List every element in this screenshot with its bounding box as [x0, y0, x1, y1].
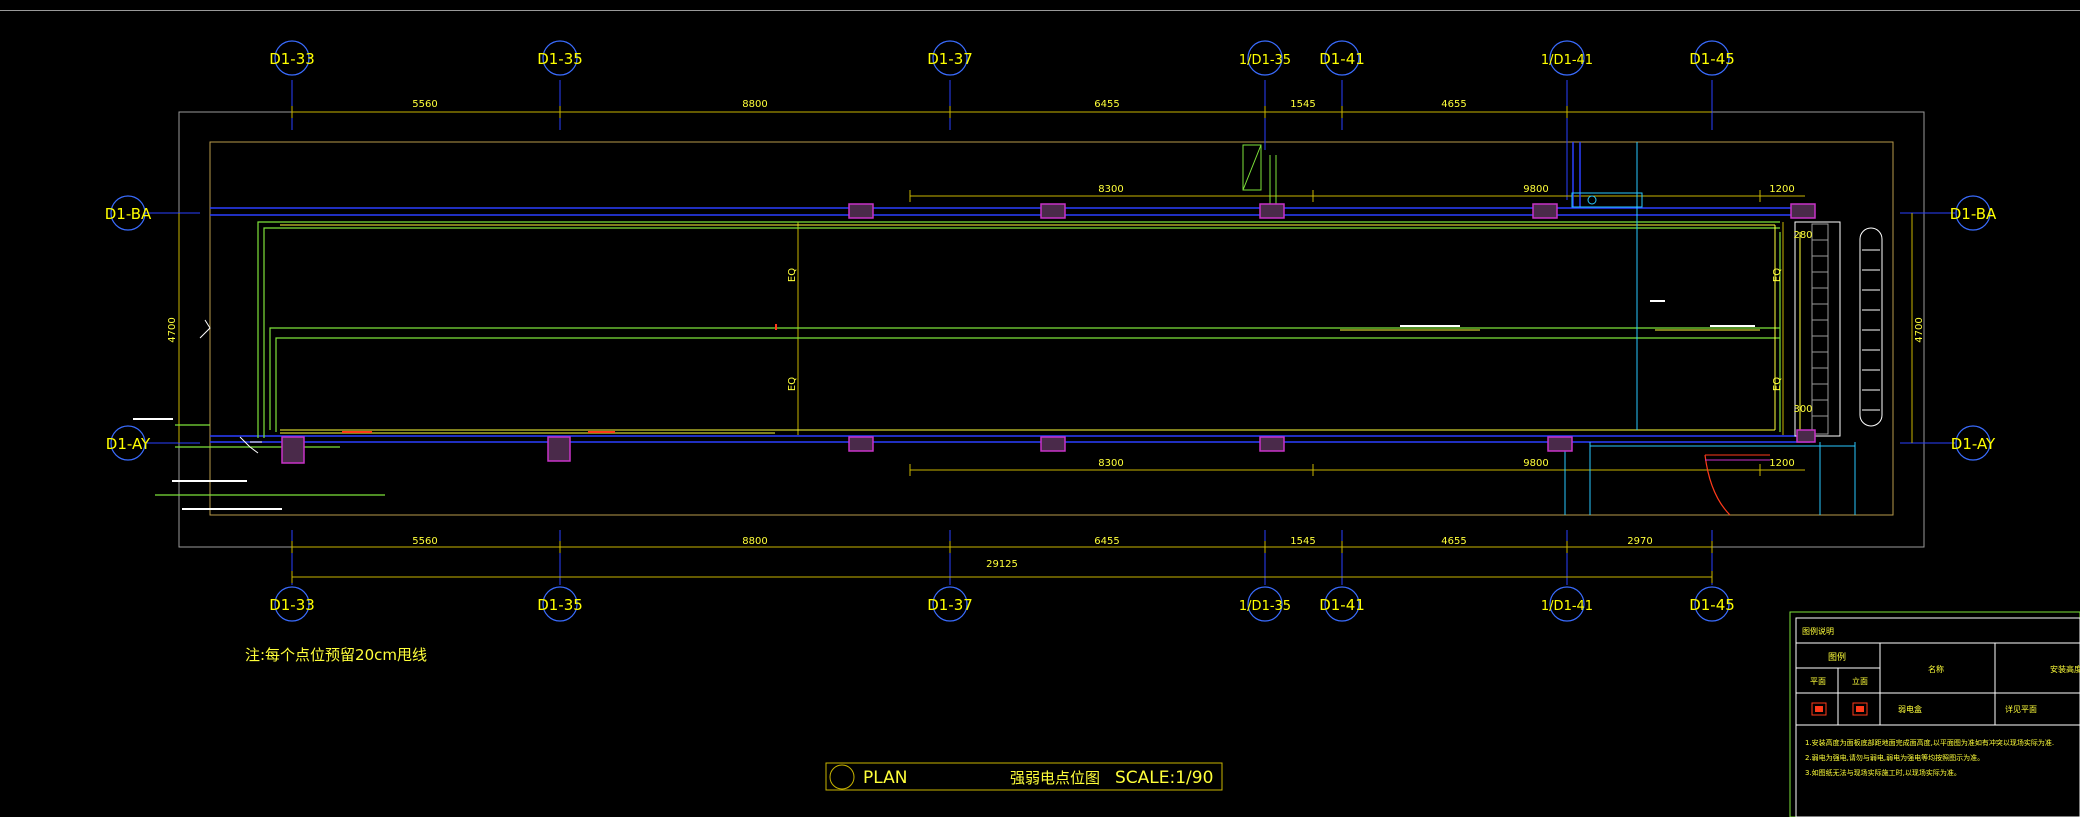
axis-bubble: D1-45: [1689, 40, 1735, 76]
axis-bubble: D1-33: [269, 586, 315, 622]
dim-left-vertical: 4700: [167, 317, 178, 342]
dim-top-4: 1545: [1290, 99, 1315, 110]
axis-bubbles-side: D1-BA D1-AY D1-BA D1-AY: [105, 195, 1997, 461]
legend-header-symbol: 图例: [1828, 651, 1846, 663]
legend-note-2: 2.弱电为强电,请勿与弱电,弱电为强电等均按照图示为准。: [1805, 753, 1984, 762]
right-ladder: [1794, 221, 1841, 437]
dim-bottom-total: 29125: [986, 559, 1018, 570]
dim-eq-4: EQ: [1772, 377, 1783, 391]
svg-text:D1-AY: D1-AY: [106, 435, 151, 453]
axis-bubble: D1-41: [1319, 40, 1365, 76]
axis-bubble: D1-41: [1319, 586, 1365, 622]
axis-bubbles-bottom: D1-33 D1-35 D1-37 1/D1-35 D1-41 1/D1-41 …: [269, 586, 1735, 622]
dim-top-2: 8800: [742, 99, 767, 110]
axis-bubble: D1-AY: [106, 425, 151, 461]
svg-text:D1-45: D1-45: [1689, 596, 1735, 614]
axis-bubble: 1/D1-41: [1541, 586, 1593, 622]
drawing-note: 注:每个点位预留20cm甩线: [245, 646, 427, 664]
wall-lines: [210, 142, 1810, 443]
dim-bottom-1: 5560: [412, 536, 437, 547]
dim-right-vertical: 4700: [1914, 317, 1925, 342]
bottom-door: [1704, 454, 1770, 516]
dim-bottom-2: 8800: [742, 536, 767, 547]
dim-inner-top-2: 9800: [1523, 184, 1548, 195]
dim-bottom-3: 6455: [1094, 536, 1119, 547]
legend-header-height: 安装高度: [2050, 664, 2080, 674]
axis-bubble: D1-AY: [1951, 425, 1996, 461]
axis-bubble: D1-35: [537, 586, 583, 622]
dim-eq-3: EQ: [1772, 268, 1783, 282]
dim-top-5: 4655: [1441, 99, 1466, 110]
axis-bubble: D1-BA: [1950, 195, 1997, 231]
svg-text:D1-BA: D1-BA: [105, 205, 152, 223]
dimension-labels: 5560 8800 6455 1545 4655 5560 8800 6455 …: [167, 99, 1925, 570]
svg-text:1/D1-35: 1/D1-35: [1239, 53, 1291, 68]
axis-bubble: D1-35: [537, 40, 583, 76]
legend-row-value: 详见平面: [2005, 704, 2037, 714]
dim-bottom-6: 2970: [1627, 536, 1652, 547]
legend-title: 图例说明: [1802, 626, 1834, 636]
right-rack: [1859, 227, 1883, 427]
dim-bottom-4: 1545: [1290, 536, 1315, 547]
left-details: [199, 319, 262, 454]
axis-bubble: 1/D1-35: [1239, 40, 1291, 76]
axis-grid-lines: [145, 80, 1955, 585]
dimension-lines: [178, 106, 1913, 583]
axis-bubbles-top: D1-33 D1-35 D1-37 1/D1-35 D1-41 1/D1-41 …: [269, 40, 1735, 76]
title-scale: SCALE:1/90: [1115, 768, 1213, 788]
title-plan: PLAN: [863, 768, 907, 788]
dim-eq-1: EQ: [787, 268, 798, 282]
legend-row-name: 弱电盒: [1898, 704, 1922, 714]
dim-top-1: 5560: [412, 99, 437, 110]
svg-text:1/D1-41: 1/D1-41: [1541, 599, 1593, 614]
dim-inner-top-3: 1200: [1769, 184, 1794, 195]
tiny-annotations: [133, 300, 1755, 510]
legend-note-1: 1.安装高度为面板底部距地面完成面高度,以平面图为准如有冲突以现场实际为准.: [1805, 738, 2054, 747]
dim-small-1: 280: [1793, 230, 1812, 241]
legend-header-plan: 平面: [1810, 677, 1826, 686]
svg-text:1/D1-41: 1/D1-41: [1541, 53, 1593, 68]
legend-header-elev: 立面: [1852, 676, 1868, 686]
legend-header-name: 名称: [1928, 664, 1944, 674]
svg-text:D1-45: D1-45: [1689, 50, 1735, 68]
axis-bubble: D1-37: [927, 40, 973, 76]
svg-text:D1-33: D1-33: [269, 50, 315, 68]
svg-text:D1-37: D1-37: [927, 596, 973, 614]
dim-small-2: 300: [1793, 404, 1812, 415]
title-block: PLAN 强弱电点位图 SCALE:1/90: [825, 762, 1223, 791]
red-markers: [342, 324, 777, 433]
axis-bubble: 1/D1-41: [1541, 40, 1593, 76]
legend-table: 图例说明 图例 平面 立面 名称 安装高度 弱电盒 详见平面 1.安装高度为面板…: [1789, 611, 2080, 817]
axis-bubble: D1-BA: [105, 195, 152, 231]
svg-text:D1-41: D1-41: [1319, 50, 1365, 68]
svg-text:D1-33: D1-33: [269, 596, 315, 614]
svg-text:D1-41: D1-41: [1319, 596, 1365, 614]
dim-inner-top-1: 8300: [1098, 184, 1123, 195]
dim-top-3: 6455: [1094, 99, 1119, 110]
green-cable-runs: [155, 221, 1781, 496]
dim-bottom-5: 4655: [1441, 536, 1466, 547]
dim-inner-bottom-1: 8300: [1098, 458, 1123, 469]
title-name: 强弱电点位图: [1010, 769, 1100, 787]
axis-bubble: D1-45: [1689, 586, 1735, 622]
svg-text:D1-AY: D1-AY: [1951, 435, 1996, 453]
top-door: [1242, 144, 1277, 205]
cyan-details: [1564, 142, 1856, 515]
svg-text:D1-35: D1-35: [537, 50, 583, 68]
svg-text:1/D1-35: 1/D1-35: [1239, 599, 1291, 614]
window-top-divider: [0, 10, 2080, 11]
dim-inner-bottom-3: 1200: [1769, 458, 1794, 469]
svg-text:D1-35: D1-35: [537, 596, 583, 614]
dim-inner-bottom-2: 9800: [1523, 458, 1548, 469]
outlet-boxes: [281, 203, 1816, 464]
axis-bubble: D1-33: [269, 40, 315, 76]
dim-eq-2: EQ: [787, 377, 798, 391]
legend-note-3: 3.如图纸无法与现场实际施工时,以现场实际为准。: [1805, 768, 1961, 777]
yellow-cable-runs: [280, 224, 1801, 434]
axis-bubble: 1/D1-35: [1239, 586, 1291, 622]
axis-bubble: D1-37: [927, 586, 973, 622]
svg-text:D1-37: D1-37: [927, 50, 973, 68]
svg-text:D1-BA: D1-BA: [1950, 205, 1997, 223]
